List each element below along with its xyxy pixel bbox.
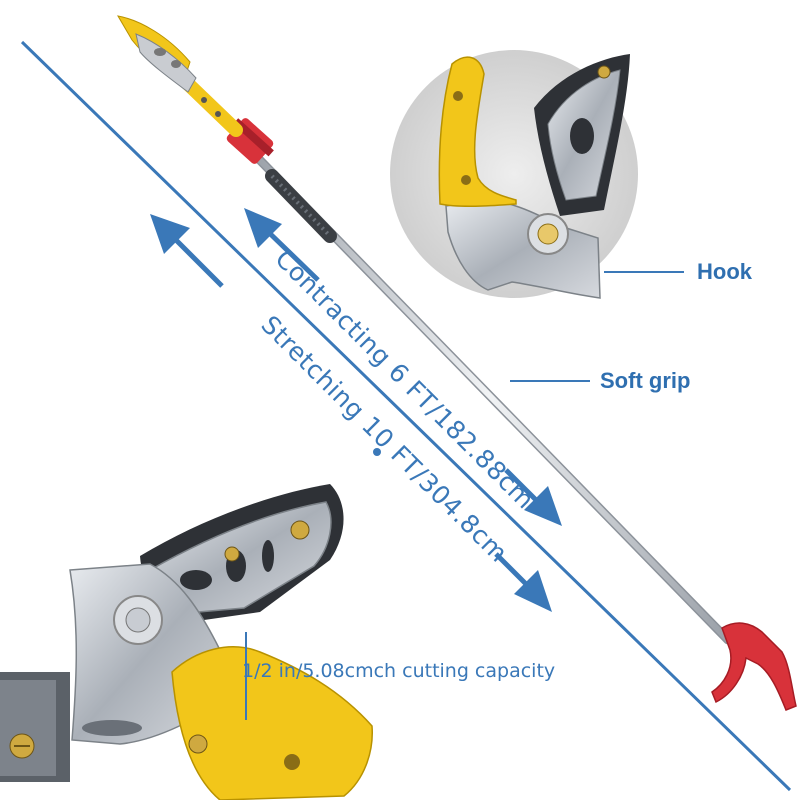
guide-lines — [20, 40, 792, 792]
arrow-down-outer-icon — [494, 552, 552, 612]
arrow-up-outer-icon — [150, 214, 224, 288]
pruner-head-small — [117, 15, 197, 93]
callout-lines — [245, 271, 684, 720]
pruner-head-large — [0, 484, 373, 800]
soft-grip-label: Soft grip — [600, 368, 691, 393]
hook-handle — [711, 622, 797, 711]
cutting-capacity-label: 1/2 in/5.08cmch cutting capacity — [242, 660, 556, 682]
arrow-up-inner-icon — [244, 208, 320, 282]
hook-detail-inset — [390, 50, 638, 299]
hook-label: Hook — [697, 259, 752, 284]
telescopic-pole — [179, 75, 733, 645]
center-dot — [373, 448, 381, 456]
arrow-down-inner-icon — [504, 468, 562, 526]
